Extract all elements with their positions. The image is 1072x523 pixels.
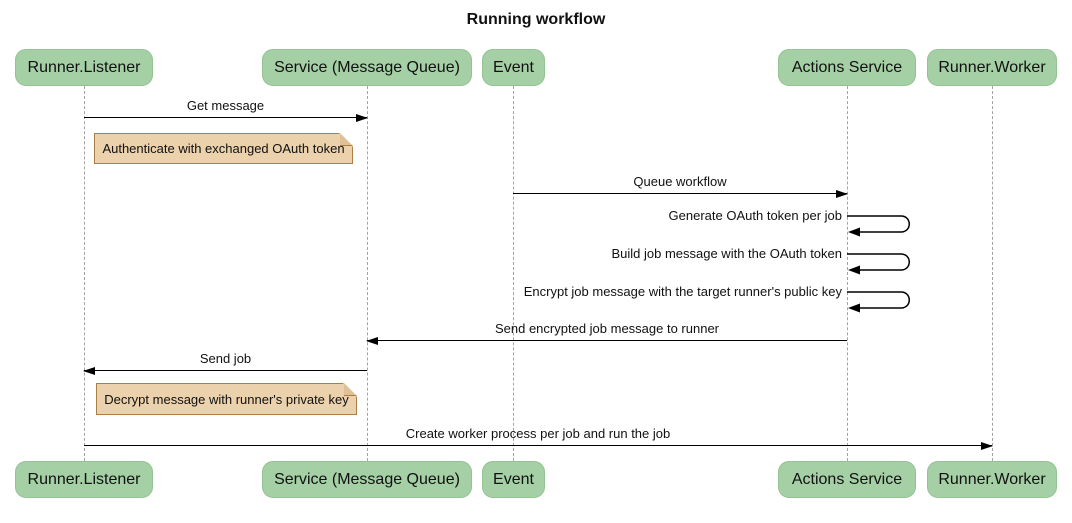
message-queue-workflow: Queue workflow bbox=[513, 174, 848, 198]
message-label: Get message bbox=[186, 98, 265, 113]
arrowhead-left-icon bbox=[366, 337, 378, 345]
message-build-job-message: Build job message with the OAuth token bbox=[611, 246, 842, 261]
message-encrypt-job-message: Encrypt job message with the target runn… bbox=[523, 284, 842, 299]
message-send-encrypted-job: Send encrypted job message to runner bbox=[366, 321, 847, 345]
actor-label: Actions Service bbox=[791, 58, 903, 76]
message-label: Create worker process per job and run th… bbox=[405, 426, 671, 441]
actor-label: Service (Message Queue) bbox=[274, 470, 460, 488]
lifeline-actions-service bbox=[846, 86, 848, 461]
actor-label: Runner.Listener bbox=[27, 470, 141, 488]
actor-bottom-service-message-queue: Service (Message Queue) bbox=[262, 461, 472, 498]
message-send-job: Send job bbox=[83, 351, 367, 375]
actor-label: Runner.Listener bbox=[27, 58, 141, 76]
actor-top-service-message-queue: Service (Message Queue) bbox=[262, 49, 472, 86]
actor-label: Runner.Worker bbox=[938, 470, 1046, 488]
arrowhead-right-icon bbox=[836, 190, 848, 198]
note-decrypt-message: Decrypt message with runner's private ke… bbox=[96, 383, 357, 415]
note-text: Decrypt message with runner's private ke… bbox=[104, 391, 349, 407]
self-loop-arrow-icon bbox=[847, 215, 910, 237]
actor-bottom-event: Event bbox=[482, 461, 545, 498]
note-authenticate-oauth: Authenticate with exchanged OAuth token bbox=[94, 133, 353, 164]
actor-top-actions-service: Actions Service bbox=[778, 49, 916, 86]
message-label: Queue workflow bbox=[633, 174, 727, 189]
actor-label: Service (Message Queue) bbox=[274, 58, 460, 76]
lifeline-runner-worker bbox=[991, 86, 993, 461]
actor-label: Runner.Worker bbox=[938, 58, 1046, 76]
actor-bottom-runner-listener: Runner.Listener bbox=[15, 461, 153, 498]
actor-bottom-runner-worker: Runner.Worker bbox=[927, 461, 1057, 498]
lifeline-event bbox=[513, 86, 514, 461]
actor-top-event: Event bbox=[482, 49, 545, 86]
arrowhead-left-icon bbox=[83, 367, 95, 375]
diagram-title: Running workflow bbox=[466, 11, 606, 28]
lifeline-runner-listener bbox=[83, 86, 85, 461]
arrowhead-right-icon bbox=[356, 114, 368, 122]
actor-bottom-actions-service: Actions Service bbox=[778, 461, 916, 498]
message-get-message: Get message bbox=[84, 98, 368, 122]
self-loop-arrow-icon bbox=[847, 291, 910, 313]
message-create-worker-process: Create worker process per job and run th… bbox=[84, 426, 993, 450]
actor-label: Actions Service bbox=[791, 470, 903, 488]
actor-label: Event bbox=[493, 58, 534, 76]
message-generate-oauth-token: Generate OAuth token per job bbox=[668, 208, 842, 223]
actor-label: Event bbox=[493, 470, 534, 488]
message-label: Send job bbox=[199, 351, 252, 366]
arrowhead-right-icon bbox=[981, 442, 993, 450]
actor-top-runner-listener: Runner.Listener bbox=[15, 49, 153, 86]
message-label: Send encrypted job message to runner bbox=[494, 321, 720, 336]
actor-top-runner-worker: Runner.Worker bbox=[927, 49, 1057, 86]
note-text: Authenticate with exchanged OAuth token bbox=[102, 141, 345, 156]
lifeline-service-message-queue bbox=[366, 86, 368, 461]
self-loop-arrow-icon bbox=[847, 253, 910, 275]
